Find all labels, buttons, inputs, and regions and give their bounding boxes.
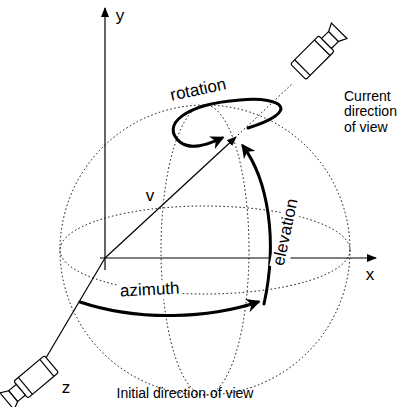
meridian-ellipse bbox=[161, 105, 249, 395]
axis-label: y bbox=[116, 7, 125, 26]
camera-initial bbox=[0, 356, 59, 407]
camera-current bbox=[290, 23, 347, 80]
angle-label: azimuth bbox=[118, 279, 182, 301]
angle-label: elevation bbox=[269, 195, 302, 269]
sphere-outline bbox=[60, 105, 350, 395]
axis-label: x bbox=[366, 266, 375, 285]
angle-label: rotation bbox=[166, 75, 229, 106]
v-vector bbox=[105, 137, 236, 258]
rotation-arc bbox=[173, 99, 281, 146]
vector-label: v bbox=[146, 187, 155, 206]
view-note: Initial direction of view bbox=[117, 386, 254, 401]
equator-ellipse bbox=[60, 206, 350, 294]
x-axis bbox=[100, 257, 376, 258]
azimuth-arc bbox=[80, 302, 258, 316]
view-note: Current direction of view bbox=[344, 89, 406, 135]
y-axis bbox=[104, 8, 105, 270]
view-line bbox=[238, 84, 292, 135]
elevation-arc bbox=[243, 146, 270, 304]
z-axis bbox=[40, 258, 105, 368]
axis-label: z bbox=[62, 379, 71, 398]
